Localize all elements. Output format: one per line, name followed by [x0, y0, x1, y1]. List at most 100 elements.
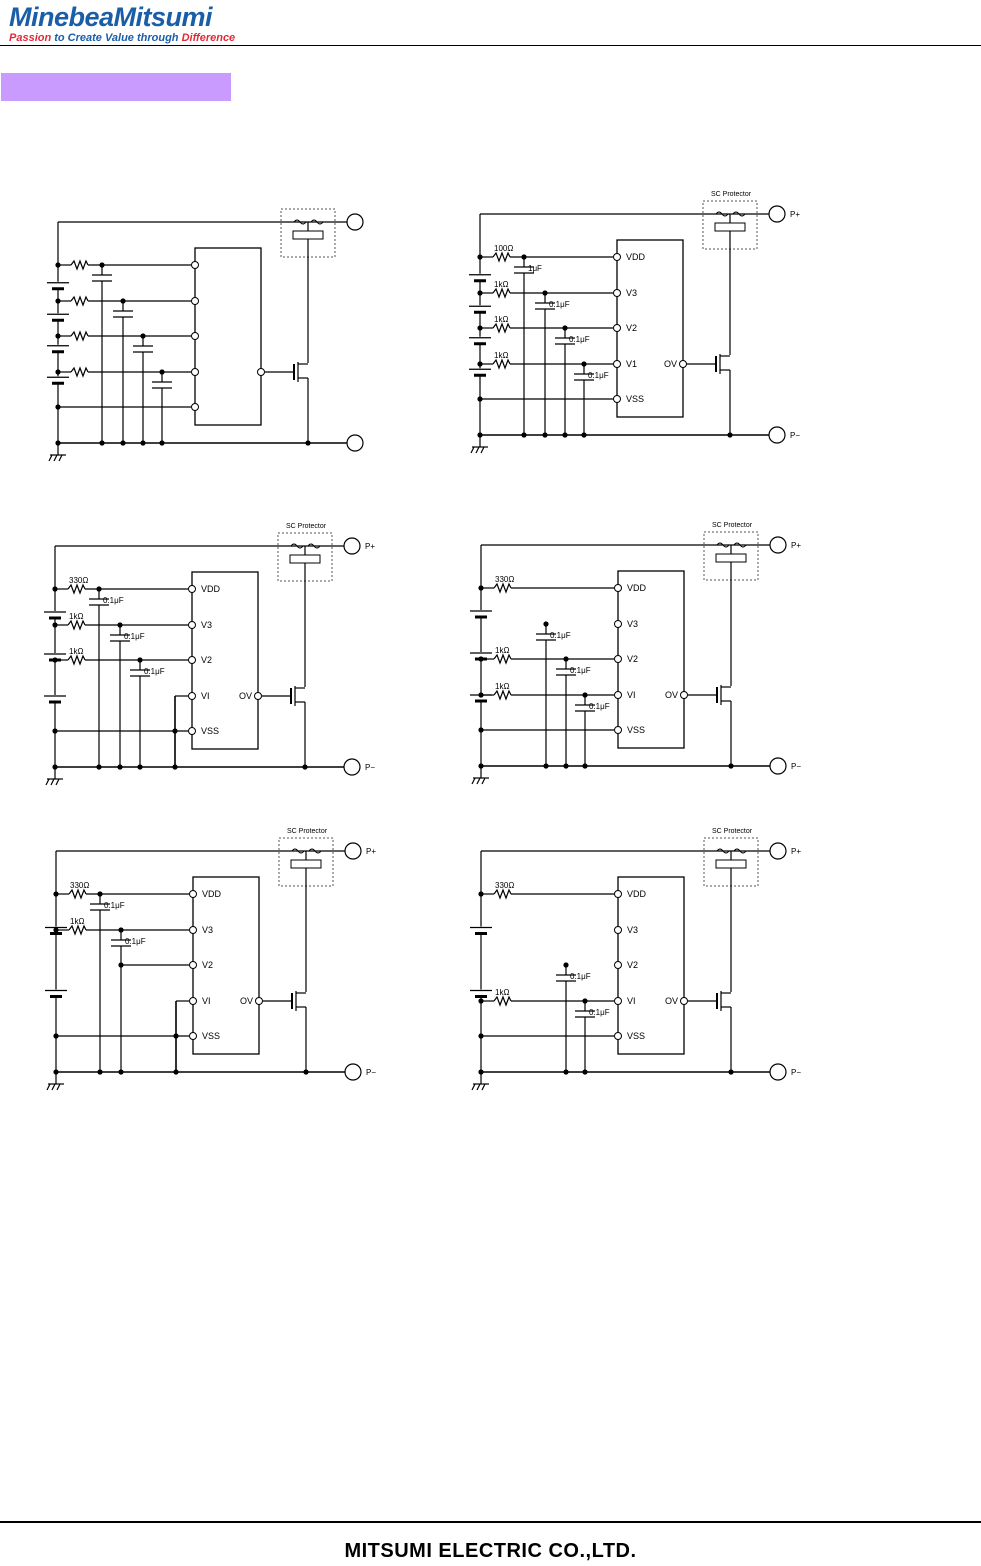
- capacitor-value: 0.1μF: [125, 937, 146, 946]
- junction-dot: [478, 727, 484, 733]
- p-plus-terminal: [344, 842, 362, 860]
- footer-divider: [0, 1521, 981, 1523]
- ground-icon: [55, 778, 60, 786]
- junction-dot: [542, 432, 548, 438]
- ic-pin: [188, 727, 196, 735]
- cell-gap: [44, 695, 66, 701]
- ic-pin: [613, 253, 621, 261]
- cell-gap: [47, 376, 69, 383]
- ic-pin: [189, 997, 197, 1005]
- junction-dot: [99, 440, 105, 446]
- resistor-icon: [492, 287, 511, 299]
- pin-label: VDD: [627, 583, 647, 593]
- junction-dot: [118, 962, 124, 968]
- ic-pin: [613, 395, 621, 403]
- junction-dot: [53, 1033, 59, 1039]
- ic-pin: [614, 926, 622, 934]
- ic-pin: [188, 585, 196, 593]
- pin-label: V1: [626, 359, 637, 369]
- pin-label: V3: [626, 288, 637, 298]
- ground-icon: [481, 1083, 486, 1091]
- circuit-diagram-1: [47, 208, 364, 462]
- resistor-value: 1kΩ: [495, 682, 509, 691]
- p-plus-label: P+: [366, 847, 376, 856]
- ov-pin: [679, 360, 687, 368]
- ground-icon: [471, 777, 476, 785]
- junction-dot: [477, 396, 483, 402]
- ic-pin: [614, 890, 622, 898]
- ic-pin: [188, 621, 196, 629]
- junction-dot: [172, 764, 178, 770]
- pin-label: VSS: [627, 725, 645, 735]
- resistor-icon: [493, 653, 512, 665]
- junction-dot: [562, 432, 568, 438]
- p-plus-label: P+: [365, 542, 375, 551]
- pin-label: V3: [627, 925, 638, 935]
- junction-dot: [55, 440, 61, 446]
- ground-icon: [476, 1083, 481, 1091]
- resistor-icon: [493, 995, 512, 1007]
- junction-dot: [478, 1033, 484, 1039]
- resistor-icon: [67, 654, 86, 666]
- header-divider: [0, 45, 981, 46]
- p-plus-label: P+: [791, 847, 801, 856]
- circuit-diagram-4: P+P−SC ProtectorVDDV3V2VIVSSOV330Ω0.1μF1…: [470, 522, 801, 785]
- capacitor-value: 0.1μF: [144, 667, 165, 676]
- ic-pin: [614, 691, 622, 699]
- capacitor-value: 0.1μF: [570, 666, 591, 675]
- ov-pin: [254, 692, 262, 700]
- capacitor-value: 0.1μF: [103, 596, 124, 605]
- resistor-value: 1kΩ: [70, 917, 84, 926]
- cell-gap: [469, 336, 491, 343]
- ic-pin: [191, 403, 199, 411]
- pin-label: VI: [202, 996, 211, 1006]
- junction-dot: [582, 763, 588, 769]
- heater-resistor-icon: [289, 554, 321, 564]
- tagline-b: to Create Value through: [51, 32, 182, 44]
- junction-dot: [55, 404, 61, 410]
- resistor-icon: [493, 582, 512, 594]
- p-minus-label: P−: [365, 763, 375, 772]
- sc-protector-label: SC Protector: [712, 522, 753, 529]
- resistor-value: 330Ω: [70, 881, 89, 890]
- pin-label: V2: [627, 960, 638, 970]
- p-minus-terminal: [769, 757, 787, 775]
- heater-resistor-icon: [292, 230, 324, 240]
- resistor-value: 1kΩ: [69, 647, 83, 656]
- cell-gap: [469, 368, 491, 375]
- cell-gap: [44, 611, 66, 617]
- capacitor-value: 0.1μF: [550, 631, 571, 640]
- p-plus-label: P+: [791, 541, 801, 550]
- pin-label: V2: [627, 654, 638, 664]
- ground-icon: [480, 446, 485, 454]
- resistor-value: 1kΩ: [495, 988, 509, 997]
- capacitor-value: 0.1μF: [570, 972, 591, 981]
- ic-pin: [189, 890, 197, 898]
- cell-gap: [470, 610, 492, 616]
- ov-label: OV: [665, 690, 678, 700]
- junction-dot: [562, 325, 568, 331]
- pin-label: V3: [201, 620, 212, 630]
- sc-protector-label: SC Protector: [711, 191, 752, 198]
- capacitor-value: 1μF: [528, 264, 542, 273]
- heater-resistor-icon: [714, 222, 746, 232]
- ov-label: OV: [665, 996, 678, 1006]
- fuse-icon: [291, 848, 322, 854]
- cell-gap: [470, 652, 492, 658]
- junction-dot: [305, 440, 311, 446]
- minebeamitsumi-logo: MinebeaMitsumi Passion to Create Value t…: [9, 2, 235, 44]
- junction-dot: [173, 1033, 179, 1039]
- ov-label: OV: [240, 996, 253, 1006]
- ic-pin: [188, 656, 196, 664]
- capacitor-value: 0.1μF: [124, 632, 145, 641]
- pin-label: VDD: [627, 889, 647, 899]
- ov-pin: [257, 368, 265, 376]
- resistor-icon: [492, 358, 511, 370]
- cell-gap: [470, 989, 492, 996]
- pin-label: V3: [202, 925, 213, 935]
- pin-label: VI: [627, 996, 636, 1006]
- protection-ic: [194, 247, 262, 426]
- ic-pin: [189, 961, 197, 969]
- fuse-icon: [716, 542, 747, 548]
- sc-protector-label: SC Protector: [286, 523, 327, 530]
